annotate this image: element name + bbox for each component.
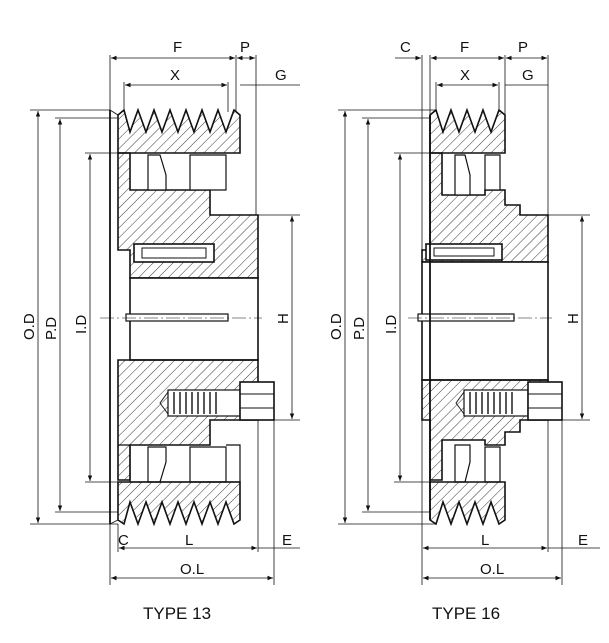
type16-label-pd: P.D (351, 317, 368, 340)
type13-body (100, 107, 275, 527)
type13-label-p: P (240, 39, 250, 56)
type13-label-e: E (282, 532, 292, 549)
type16-drawing: C F P X G O.D P.D I.D H L E O.L TYPE 16 (328, 39, 600, 623)
type16-label-od: O.D (328, 313, 345, 340)
type16-label-g: G (522, 67, 534, 84)
type16-label-ol: O.L (480, 561, 504, 578)
type16-label-l: L (481, 532, 489, 549)
type13-label-c: C (118, 532, 129, 549)
type16-label-x: X (460, 67, 470, 84)
type16-caption: TYPE 16 (432, 604, 500, 623)
type13-label-h: H (275, 313, 292, 324)
type16-label-f: F (460, 39, 469, 56)
type13-label-g: G (275, 67, 287, 84)
type16-dimensions (338, 55, 600, 585)
type13-label-x: X (170, 67, 180, 84)
type13-caption: TYPE 13 (143, 604, 211, 623)
type13-label-ol: O.L (180, 561, 204, 578)
type16-label-id: I.D (383, 315, 400, 334)
type13-label-f: F (173, 39, 182, 56)
type13-label-pd: P.D (43, 317, 60, 340)
type16-label-c: C (400, 39, 411, 56)
type13-drawing: F P X G O.D P.D I.D H C L E O.L TYPE 13 (21, 39, 300, 623)
type16-label-e: E (578, 532, 588, 549)
type13-label-od: O.D (21, 313, 38, 340)
type13-label-id: I.D (73, 315, 90, 334)
type13-label-l: L (185, 532, 193, 549)
type13-dimensions (30, 55, 300, 585)
type16-label-h: H (565, 313, 582, 324)
type16-body (408, 107, 563, 527)
type16-label-p: P (518, 39, 528, 56)
